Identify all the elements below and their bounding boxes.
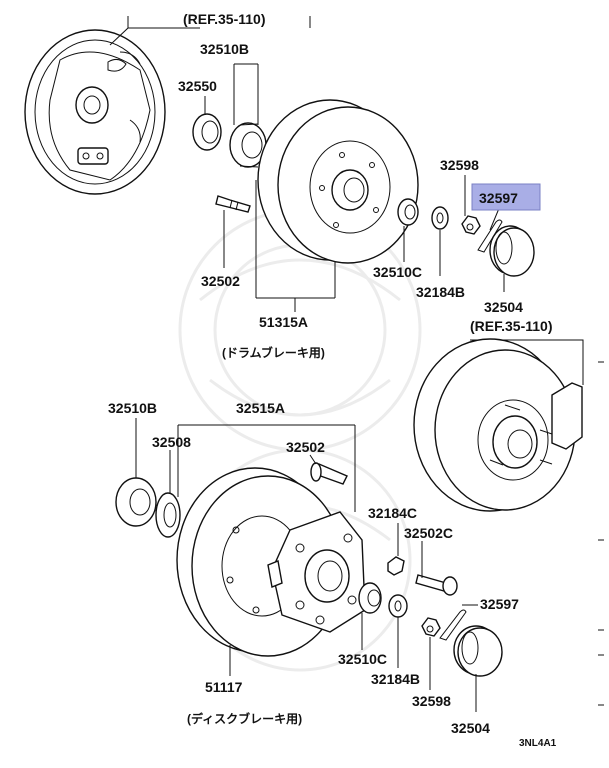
label-ref-top: (REF.35-110) — [183, 11, 265, 27]
label-32598-bottom: 32598 — [412, 693, 451, 709]
oil-seal-32550 — [192, 113, 222, 151]
label-32504-top: 32504 — [484, 299, 523, 315]
label-32504-bottom: 32504 — [451, 720, 490, 736]
washer-32184b-top — [431, 206, 449, 230]
label-32502-bottom: 32502 — [286, 439, 325, 455]
label-32502-top: 32502 — [201, 273, 240, 289]
label-32510c-bottom: 32510C — [338, 651, 387, 667]
brake-backing-plate — [24, 29, 166, 195]
bearing-32510c-bottom — [358, 582, 382, 614]
brake-drum-51315a — [257, 99, 419, 264]
label-32510b-bottom: 32510B — [108, 400, 157, 416]
cotter-pin-32597-top — [477, 219, 503, 253]
label-32510c-top: 32510C — [373, 264, 422, 280]
leaders-top — [109, 16, 505, 312]
brake-rotor-right — [413, 338, 584, 512]
label-32184c: 32184C — [368, 505, 417, 521]
bolt-32502c — [415, 574, 458, 596]
caption-drum-brake: (ドラムブレーキ用) — [222, 345, 325, 360]
nut-lock-32598-bottom — [421, 617, 441, 637]
hub-bolt-32502-top — [215, 195, 251, 213]
label-32550: 32550 — [178, 78, 217, 94]
leaders-bottom — [135, 418, 478, 712]
label-ref-right: (REF.35-110) — [470, 318, 552, 334]
figure-code: 3NL4A1 — [519, 738, 557, 749]
bearing-32510c-top — [397, 198, 419, 226]
label-32184b-top: 32184B — [416, 284, 465, 300]
bearing-32510b-bottom — [115, 477, 157, 527]
washer-32184c — [387, 556, 405, 576]
label-32515a: 32515A — [236, 400, 285, 416]
label-32184b-bottom: 32184B — [371, 671, 420, 687]
label-32597-bottom: 32597 — [480, 596, 519, 612]
label-32508: 32508 — [152, 434, 191, 450]
hub-bolt-32502-bottom — [310, 462, 348, 485]
grease-cap-32504-bottom — [453, 625, 503, 677]
label-32510b-top: 32510B — [200, 41, 249, 57]
label-32502c: 32502C — [404, 525, 453, 541]
margin-ticks — [598, 361, 604, 706]
label-51315a: 51315A — [259, 314, 308, 330]
oil-seal-32508 — [155, 492, 181, 538]
label-32598-top: 32598 — [440, 157, 479, 173]
washer-32184b-bottom — [388, 594, 408, 618]
cotter-pin-32597-bottom — [439, 609, 467, 641]
grease-cap-32504-top — [489, 225, 535, 277]
highlight-32597 — [471, 183, 541, 211]
label-51117: 51117 — [205, 679, 243, 695]
label-32597-top[interactable]: 32597 — [479, 190, 518, 206]
nut-lock-32598-top — [461, 215, 481, 235]
axle-hub-32515a — [267, 511, 366, 633]
caption-disc-brake: (ディスクブレーキ用) — [187, 711, 302, 726]
